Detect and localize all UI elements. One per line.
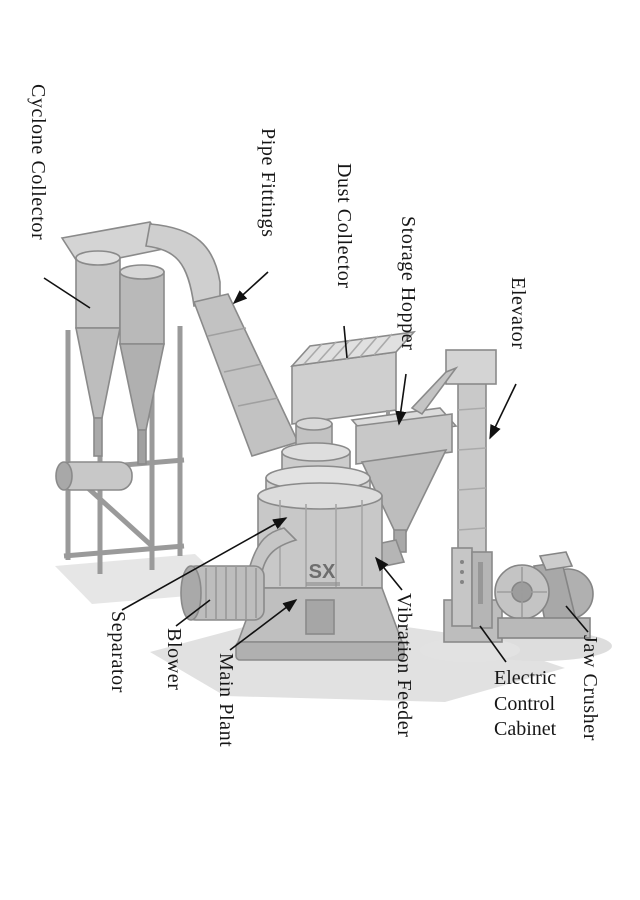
leader-electric-cabinet [479, 625, 507, 663]
label-pipe-fittings: Pipe Fittings [257, 128, 279, 238]
leader-storage-hopper [395, 373, 407, 426]
label-vibration-feeder: Vibration Feeder [393, 593, 415, 738]
leader-jaw-crusher [565, 605, 589, 633]
jaw-crusher-graphic [494, 551, 594, 639]
leader-vibration-feeder [374, 556, 403, 591]
label-elevator: Elevator [507, 277, 529, 350]
label-electric-control-cabinet: Electric Control Cabinet [494, 667, 557, 741]
label-cyclone-collector: Cyclone Collector [27, 84, 49, 241]
leader-separator [121, 517, 288, 611]
label-separator: Separator [107, 611, 129, 694]
leader-main-plant [229, 599, 298, 651]
main-plant-graphic [235, 417, 405, 661]
leader-dust-collector [343, 325, 348, 359]
blower-graphic [180, 527, 298, 621]
cyclone-collector-graphic [55, 221, 170, 491]
label-blower: Blower [163, 628, 185, 691]
leader-elevator [489, 383, 517, 440]
electric-control-cabinet-graphic [451, 547, 493, 629]
brand-logo: SX [306, 561, 340, 586]
label-storage-hopper: Storage Hopper [397, 216, 419, 351]
leader-lines [43, 271, 589, 663]
dust-collector-graphic [289, 330, 417, 462]
leader-pipe-fittings [232, 271, 269, 305]
leader-cyclone-collector [43, 277, 91, 309]
brand-logo-text: SX [309, 561, 336, 583]
pipe-fittings-graphic [145, 223, 300, 457]
leader-blower [175, 599, 211, 627]
label-main-plant: Main Plant [215, 653, 237, 748]
label-dust-collector: Dust Collector [333, 163, 355, 289]
label-jaw-crusher: Jaw Crusher [579, 635, 601, 742]
